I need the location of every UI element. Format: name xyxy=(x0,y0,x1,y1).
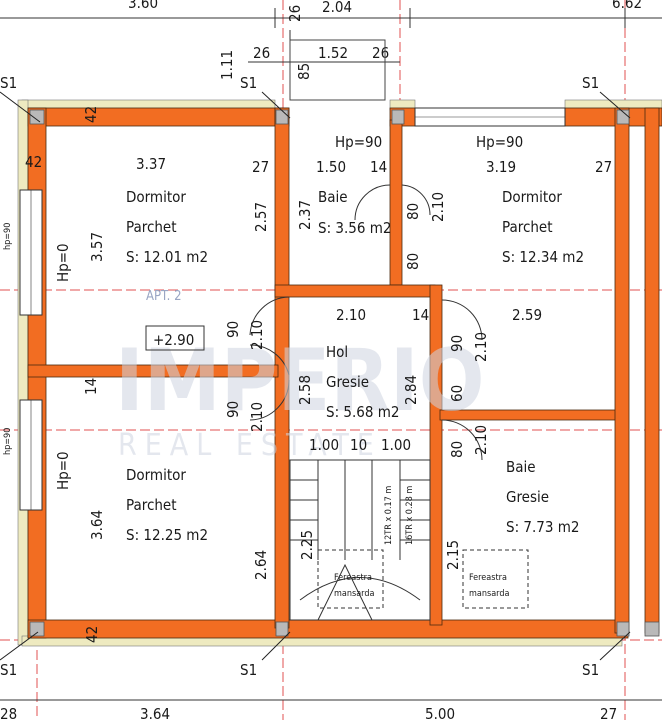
bed1-area: S: 12.01 m2 xyxy=(126,248,208,266)
skylight-label-1: Fereastra xyxy=(334,573,372,583)
bath1-height: 2.37 xyxy=(296,200,314,230)
svg-text:S1: S1 xyxy=(240,74,257,92)
bed1-floor: Parchet xyxy=(126,218,177,236)
door-60: 60 xyxy=(448,385,466,402)
section-arrows xyxy=(0,91,631,661)
stairs-w2: 10 xyxy=(350,436,367,454)
watermark-subtitle: REAL ESTATE xyxy=(118,428,382,463)
dim-bottom-c: 5.00 xyxy=(425,705,455,720)
hall-name: Hol xyxy=(326,343,348,361)
stairs-w1: 1.00 xyxy=(309,436,339,454)
stairs-spec1: 12TR x 0.17 m xyxy=(384,486,394,545)
watermark-logo: IMPERIO xyxy=(115,331,484,431)
bath2-name: Baie xyxy=(506,458,536,476)
hp90-left-bottom: hp=90 xyxy=(3,428,13,455)
bath2-floor: Gresie xyxy=(506,488,549,506)
bed2-width: 3.19 xyxy=(486,158,516,176)
door-210-a: 2.10 xyxy=(429,192,447,222)
svg-text:S1: S1 xyxy=(0,661,17,679)
bed3-area: S: 12.25 m2 xyxy=(126,526,208,544)
dim-top-v1: 1.11 xyxy=(218,50,236,80)
wall-dim-bottom42: 42 xyxy=(83,626,101,643)
hp90-left-top: hp=90 xyxy=(3,223,13,250)
door-80-a: 80 xyxy=(404,203,422,220)
hp90-bed2: Hp=90 xyxy=(476,133,523,151)
door-210-c: 2.10 xyxy=(248,402,266,432)
bath1-area: S: 3.56 m2 xyxy=(318,219,391,237)
dim-bottom-b: 3.64 xyxy=(140,705,170,720)
wall-dim-top42: 42 xyxy=(82,106,100,123)
wall-dim-27b: 27 xyxy=(595,158,612,176)
hall-floor: Gresie xyxy=(326,373,369,391)
bed3-height: 3.64 xyxy=(88,510,106,540)
bath1-width: 1.50 xyxy=(316,158,346,176)
bath1-name: Baie xyxy=(318,188,348,206)
insulation-band xyxy=(17,99,662,647)
hall-height: 2.58 xyxy=(296,375,314,405)
dim-top-c3: 26 xyxy=(372,44,389,62)
bed2-floor: Parchet xyxy=(502,218,553,236)
bath2-dim-215: 2.15 xyxy=(444,540,462,570)
wall-dim-14-top: 14 xyxy=(370,158,387,176)
dim-top-v2: 85 xyxy=(295,63,313,80)
dim-bottom-d: 27 xyxy=(600,705,617,720)
bed3-height2: 2.64 xyxy=(252,550,270,580)
skylight-sub-1: mansarda xyxy=(334,589,374,599)
hall-height2: 2.84 xyxy=(402,375,420,405)
apartment-label: APT. 2 xyxy=(146,289,182,304)
hp0-bed1: Hp=0 xyxy=(54,243,72,282)
door-210-b: 2.10 xyxy=(248,320,266,350)
hall-width: 2.10 xyxy=(336,306,366,324)
bed1-width: 3.37 xyxy=(136,155,166,173)
dim-top-left: 3.60 xyxy=(128,0,158,12)
bed3-floor: Parchet xyxy=(126,496,177,514)
wall-dim-14: 14 xyxy=(82,378,100,395)
door-80-c: 80 xyxy=(448,441,466,458)
hall-dim-14: 14 xyxy=(412,306,429,324)
wall-dim-left42: 42 xyxy=(25,153,42,171)
dim-top-c1: 26 xyxy=(253,44,270,62)
bath2-width: 2.59 xyxy=(512,306,542,324)
bed2-area: S: 12.34 m2 xyxy=(502,248,584,266)
bath2-area: S: 7.73 m2 xyxy=(506,518,579,536)
skylights xyxy=(317,549,529,609)
level-box xyxy=(145,325,205,351)
door-90-c: 90 xyxy=(448,335,466,352)
bed1-height: 3.57 xyxy=(88,232,106,262)
door-80-b: 80 xyxy=(404,253,422,270)
bed2-name: Dormitor xyxy=(502,188,562,206)
bed1-name: Dormitor xyxy=(126,188,186,206)
dim-top-right: 6.62 xyxy=(612,0,642,12)
skylight-label-2: Fereastra xyxy=(469,573,507,583)
bed1-height2: 2.57 xyxy=(252,202,270,232)
dim-top-c2: 1.52 xyxy=(318,44,348,62)
stairs-spec2: 16TR x 0.28 m xyxy=(405,486,415,545)
door-90-b: 90 xyxy=(224,401,242,418)
dim-top-h: 26 xyxy=(286,5,304,22)
svg-text:S1: S1 xyxy=(240,661,257,679)
section-marks: S1 S1 S1 S1 S1 S1 xyxy=(0,74,599,679)
hall-area: S: 5.68 m2 xyxy=(326,403,399,421)
dim-top-mid: 2.04 xyxy=(322,0,352,16)
dormer-outline xyxy=(289,39,386,101)
door-90-a: 90 xyxy=(224,321,242,338)
hp90-bath: Hp=90 xyxy=(335,133,382,151)
apartment-level: +2.90 xyxy=(153,331,194,349)
door-210-d: 2.10 xyxy=(472,332,490,362)
svg-text:S1: S1 xyxy=(582,661,599,679)
bed3-name: Dormitor xyxy=(126,466,186,484)
skylight-sub-2: mansarda xyxy=(469,589,509,599)
door-swings xyxy=(249,184,483,461)
wall-dim-27a: 27 xyxy=(252,158,269,176)
svg-text:S1: S1 xyxy=(582,74,599,92)
stairs-height: 2.25 xyxy=(298,530,316,560)
hp0-bed3: Hp=0 xyxy=(54,451,72,490)
stairs-w3: 1.00 xyxy=(381,436,411,454)
staircase xyxy=(289,459,431,621)
dim-bottom-a: 28 xyxy=(0,705,17,720)
door-210-e: 2.10 xyxy=(472,425,490,455)
svg-text:S1: S1 xyxy=(0,74,17,92)
concrete-columns xyxy=(29,109,660,637)
